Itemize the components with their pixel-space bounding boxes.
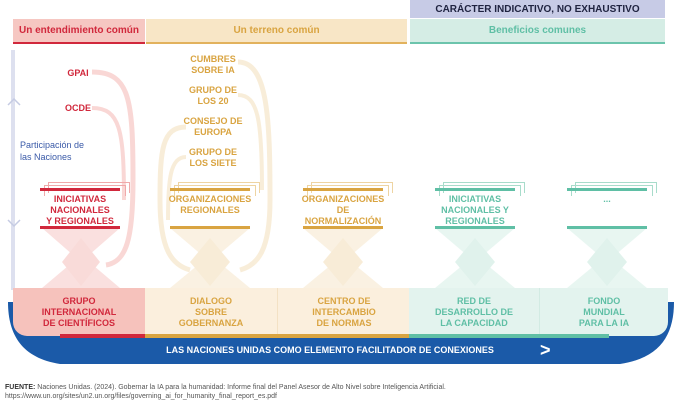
chevron-right-icon: > — [540, 340, 551, 360]
header-beneficios: Beneficios comunes — [410, 19, 665, 44]
source-footer: FUENTE: Naciones Unidas. (2024). Goberna… — [5, 383, 677, 401]
connection-arcs — [42, 59, 647, 288]
color-strip-teal — [409, 334, 609, 338]
color-strip-red — [60, 334, 145, 338]
base-label: LAS NACIONES UNIDAS COMO ELEMENTO FACILI… — [166, 345, 494, 355]
footer-citation: Naciones Unidas. (2024). Gobernar la IA … — [5, 384, 446, 400]
label-ocde: OCDE — [64, 103, 91, 113]
participation-axis — [11, 50, 15, 290]
header-entendimiento: Un entendimiento común — [13, 19, 145, 44]
header-beneficios-label: Beneficios comunes — [488, 25, 587, 36]
color-strip-gold — [145, 334, 409, 338]
label-gpai: GPAI — [67, 68, 89, 78]
axis-arrows-icon — [7, 97, 21, 228]
header-terreno-label: Un terreno común — [233, 25, 320, 36]
indicative-banner: CARÁCTER INDICATIVO, NO EXHAUSTIVO — [410, 0, 665, 18]
header-entendimiento-label: Un entendimiento común — [19, 25, 139, 36]
stack-ellipsis: ... — [567, 182, 657, 229]
footer-label: FUENTE: — [5, 384, 36, 391]
axis-label: Participación de las Naciones — [20, 140, 85, 162]
header-terreno: Un terreno común — [146, 19, 407, 44]
